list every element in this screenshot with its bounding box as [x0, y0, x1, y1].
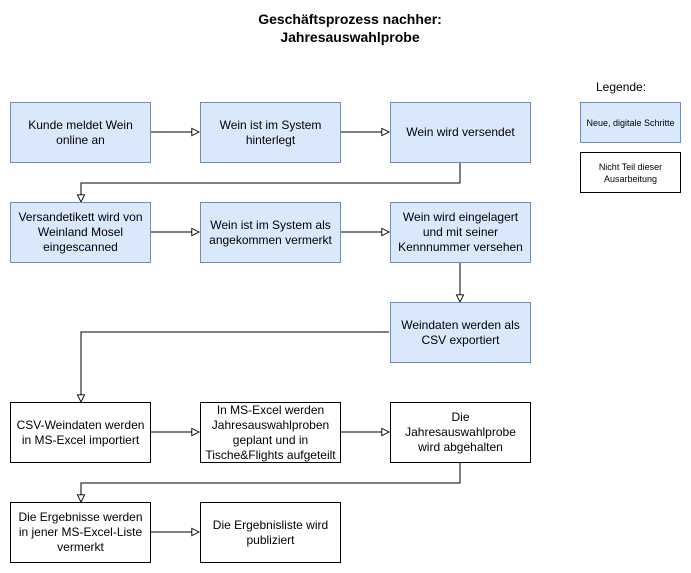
step-csv-import-excel: CSV-Weindaten werden in MS-Excel importi…: [10, 402, 151, 463]
step-label: Die Jahresauswahlprobe wird abgehalten: [405, 410, 516, 454]
step-wine-stored-numbered: Wein wird eingelagert und mit seiner Ken…: [390, 202, 531, 263]
step-label: Kunde meldet Wein online an: [28, 117, 133, 147]
step-results-published: Die Ergebnisliste wird publiziert: [200, 502, 341, 563]
legend-label: Nicht Teil dieser Ausarbeitung: [598, 161, 663, 184]
step-results-recorded: Die Ergebnisse werden in jener MS-Excel-…: [10, 502, 151, 563]
diagram-title: Geschäftsprozess nachher: Jahresauswahlp…: [200, 10, 500, 46]
step-label: Wein wird versendet: [406, 125, 515, 139]
step-wine-stored-in-system: Wein ist im System hinterlegt: [200, 102, 341, 163]
arrow-s7-s8: [81, 331, 389, 402]
legend-digital-steps: Neue, digitale Schritte: [580, 102, 681, 143]
step-label: Wein wird eingelagert und mit seiner Ken…: [398, 210, 523, 254]
step-csv-export: Weindaten werden als CSV exportiert: [390, 302, 531, 363]
step-label: Die Ergebnisse werden in jener MS-Excel-…: [18, 510, 143, 554]
diagram-title-line-2: Jahresauswahlprobe: [280, 29, 420, 45]
step-label: Wein ist im System als angekommen vermer…: [209, 217, 332, 247]
step-tasting-held: Die Jahresauswahlprobe wird abgehalten: [390, 402, 531, 463]
step-customer-registers-wine: Kunde meldet Wein online an: [10, 102, 151, 163]
step-label: CSV-Weindaten werden in MS-Excel importi…: [16, 417, 145, 447]
step-label: Weindaten werden als CSV exportiert: [401, 317, 520, 347]
legend-not-part: Nicht Teil dieser Ausarbeitung: [580, 152, 681, 193]
step-label: In MS-Excel werden Jahresauswahlproben g…: [205, 402, 336, 462]
step-label-scanned: Versandetikett wird von Weinland Mosel e…: [10, 202, 151, 263]
step-label: Die Ergebnisliste wird publiziert: [212, 517, 329, 547]
arrow-s3-s4: [81, 163, 461, 202]
step-label: Versandetikett wird von Weinland Mosel e…: [18, 210, 143, 254]
diagram-title-line-1: Geschäftsprozess nachher:: [258, 11, 442, 27]
legend-label: Neue, digitale Schritte: [586, 117, 675, 128]
step-plan-in-excel: In MS-Excel werden Jahresauswahlproben g…: [200, 402, 341, 463]
step-label: Wein ist im System hinterlegt: [219, 117, 322, 147]
step-wine-shipped: Wein wird versendet: [390, 102, 531, 163]
step-wine-marked-arrived: Wein ist im System als angekommen vermer…: [200, 202, 341, 263]
legend-title: Legende:: [596, 80, 647, 94]
arrow-s10-s11: [81, 463, 461, 502]
